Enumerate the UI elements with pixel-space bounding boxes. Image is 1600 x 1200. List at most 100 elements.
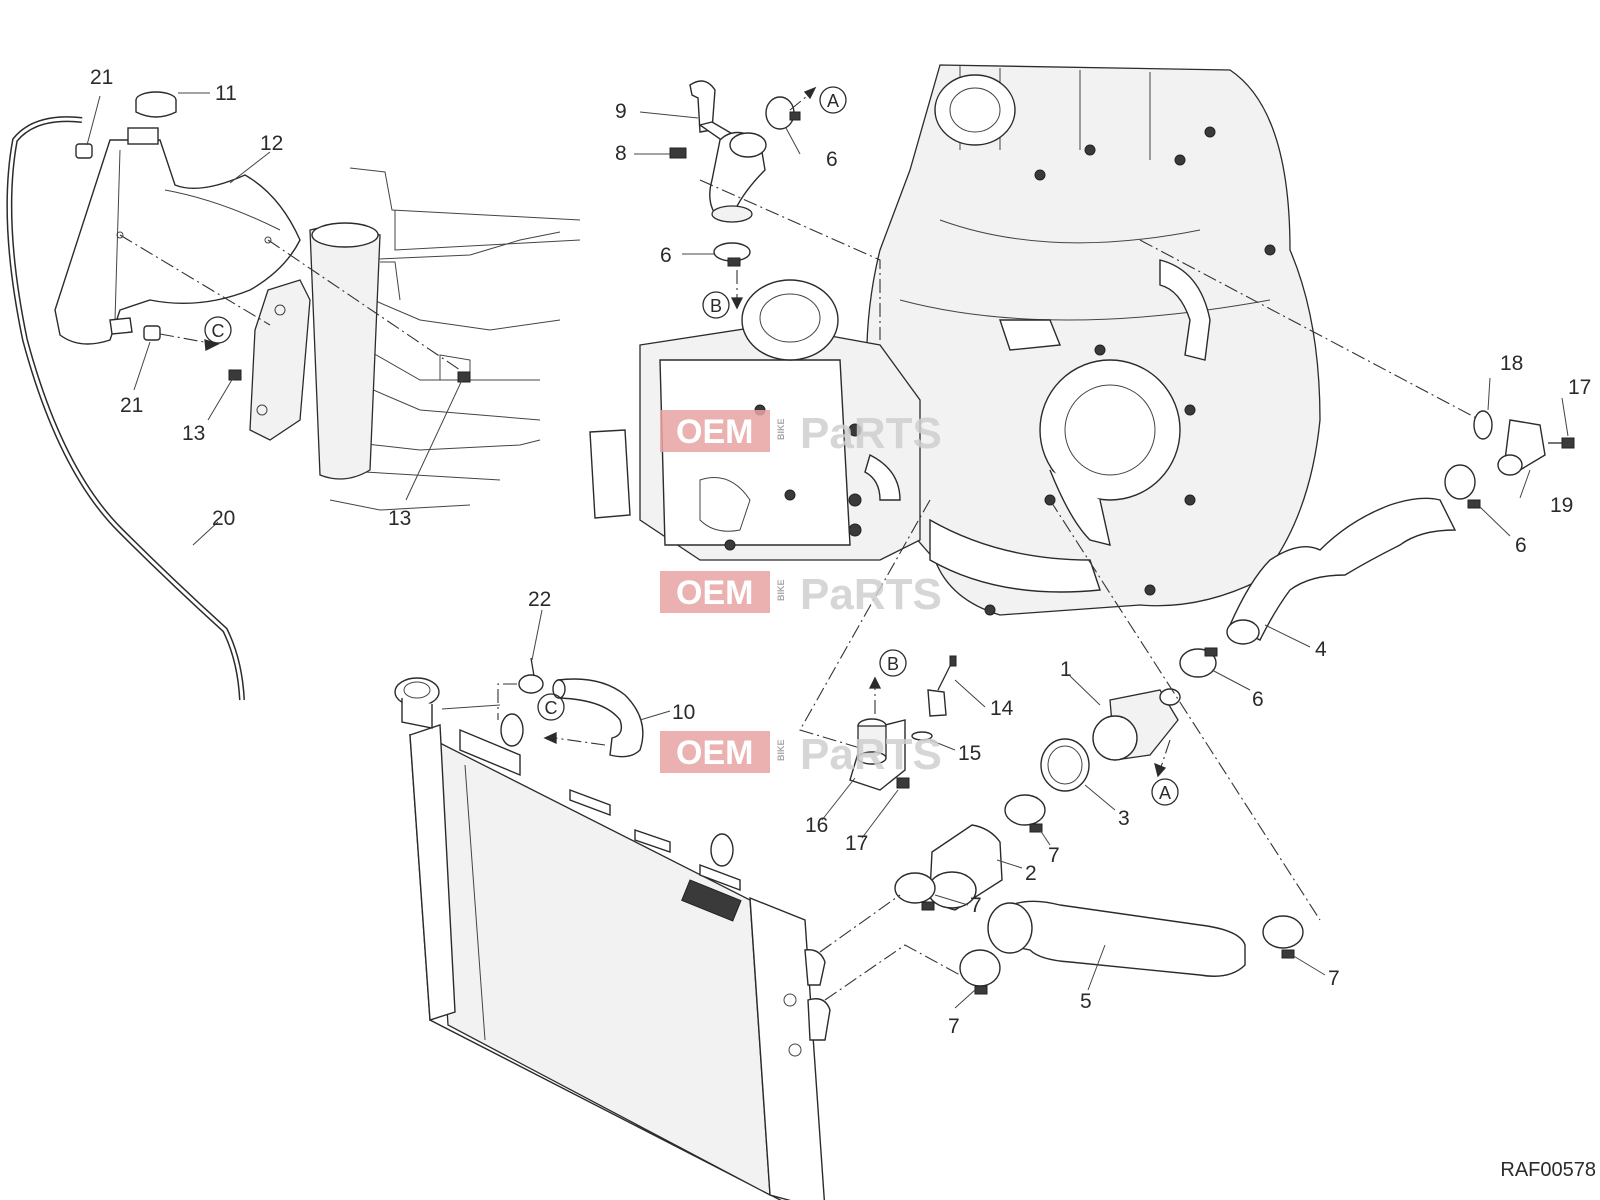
callout-15: 15	[958, 742, 981, 765]
connector-B-sensor: B	[879, 649, 907, 677]
reference-code: RAF00578	[1500, 1159, 1596, 1181]
elbow-to-head-line	[699, 179, 881, 340]
tank-bolt-13-right	[457, 371, 471, 383]
callout-9: 9	[615, 100, 627, 123]
radiator-to-hose2-line	[819, 894, 901, 953]
callout-13-right: 13	[388, 507, 411, 530]
callout-19: 19	[1550, 494, 1573, 517]
watermark-3-bike: BIKE	[776, 739, 786, 761]
radiator-breather	[441, 704, 501, 710]
thermostat-1	[1092, 688, 1181, 761]
callout-2: 2	[1025, 862, 1037, 885]
watermark-3: OEM BIKE PaRTS	[660, 730, 942, 779]
callout-7-c: 7	[948, 1015, 960, 1038]
hose-clip-21-top	[75, 143, 93, 159]
connector-A-thermostat: A	[1151, 778, 1179, 806]
watermark-2-badge	[660, 571, 770, 613]
bolt-17-sensor	[896, 777, 910, 789]
hose-clamp-6-lower	[1179, 647, 1218, 678]
callout-6-top: 6	[826, 148, 838, 171]
callout-16: 16	[805, 814, 828, 837]
watermark-3-parts: PaRTS	[800, 730, 942, 779]
callout-labels: 21 11 12 21 13 13 20 9 8 6 6 18 17 19 6 …	[90, 66, 1591, 1038]
hose-clip-21-bottom	[143, 325, 161, 341]
callout-22: 22	[528, 588, 551, 611]
radiator-to-hose5-line	[824, 944, 961, 1001]
connector-C-tank: C	[204, 316, 232, 344]
callout-17-right: 17	[1568, 376, 1591, 399]
hose-clamp-7-d	[1262, 915, 1304, 959]
hose-10	[552, 678, 644, 758]
hose-clamp-6-top-left	[713, 242, 751, 267]
callout-8: 8	[615, 142, 627, 165]
callout-1: 1	[1060, 658, 1072, 681]
callout-7-d: 7	[1328, 967, 1340, 990]
tank-assembly-line-1	[119, 234, 271, 326]
connector-C-hose-label: C	[545, 698, 558, 718]
hose-clamp-7-c	[959, 949, 1001, 995]
watermark-1-badge	[660, 410, 770, 452]
leader-lines	[86, 92, 1569, 1009]
connector-B-top-label: B	[710, 296, 722, 316]
connector-B-top: B	[702, 291, 730, 319]
hose-2	[927, 824, 1003, 911]
connector-A-thermostat-label: A	[1159, 783, 1171, 803]
callout-13-left: 13	[182, 422, 205, 445]
watermark-1-parts: PaRTS	[800, 409, 942, 458]
bolt-17-right	[1548, 437, 1575, 449]
engine-drawing	[866, 64, 1321, 616]
watermark-2: OEM BIKE PaRTS	[660, 570, 942, 619]
callout-6-left: 6	[660, 244, 672, 267]
hose-clamp-6-right	[1444, 464, 1481, 509]
connector-B-sensor-label: B	[887, 654, 899, 674]
tank-assembly-line-2	[267, 239, 461, 371]
watermark-2-bike: BIKE	[776, 579, 786, 601]
elbow-fitting	[709, 131, 767, 223]
hose10-to-c-line	[554, 737, 606, 746]
engine-to-clamp-line	[1049, 499, 1321, 921]
fitting-16	[849, 718, 906, 791]
connector-C-tank-label: C	[212, 321, 225, 341]
watermark-3-oem: OEM	[676, 734, 753, 772]
callout-6-lower: 6	[1252, 688, 1264, 711]
callout-21-bottom: 21	[120, 394, 143, 417]
connector-A-top: A	[819, 86, 847, 114]
watermark-1-bike: BIKE	[776, 418, 786, 440]
connector-A-top-label: A	[827, 91, 839, 111]
o-ring-15	[911, 731, 933, 741]
callout-3: 3	[1118, 807, 1130, 830]
tank-cap	[135, 91, 177, 118]
cylinder-head-drawing	[589, 279, 921, 561]
callout-7-a: 7	[1048, 844, 1060, 867]
watermark-3-badge	[660, 731, 770, 773]
callout-4: 4	[1315, 638, 1327, 661]
engine-to-ring-line	[1139, 239, 1481, 421]
clip-8	[669, 147, 687, 159]
watermark-2-parts: PaRTS	[800, 570, 942, 619]
tank-to-c-line	[159, 333, 216, 345]
temperature-sensor-14	[927, 655, 957, 717]
hose-clip-22	[518, 657, 544, 694]
hose-4	[1226, 497, 1457, 645]
hose-clamp-7-a	[1004, 794, 1046, 833]
callout-7-b: 7	[970, 894, 982, 917]
callout-10: 10	[672, 701, 695, 724]
callout-21-top: 21	[90, 66, 113, 89]
frame-drawing	[249, 167, 581, 511]
callout-11: 11	[215, 82, 237, 105]
callout-20: 20	[212, 507, 235, 530]
elbow-to-a-line	[789, 91, 813, 111]
callout-5: 5	[1080, 990, 1092, 1013]
radiator	[394, 677, 831, 1200]
seal-3	[1040, 738, 1090, 792]
callout-14: 14	[990, 697, 1014, 720]
watermark-2-oem: OEM	[676, 574, 753, 612]
callout-18: 18	[1500, 352, 1523, 375]
callout-12: 12	[260, 132, 283, 155]
outlet-fitting-19	[1497, 419, 1546, 476]
head-to-sensor-line	[799, 499, 931, 749]
tank-bolt-13-left	[228, 369, 242, 381]
hose-5	[987, 900, 1246, 977]
hose-clamp-7-b	[894, 872, 936, 911]
